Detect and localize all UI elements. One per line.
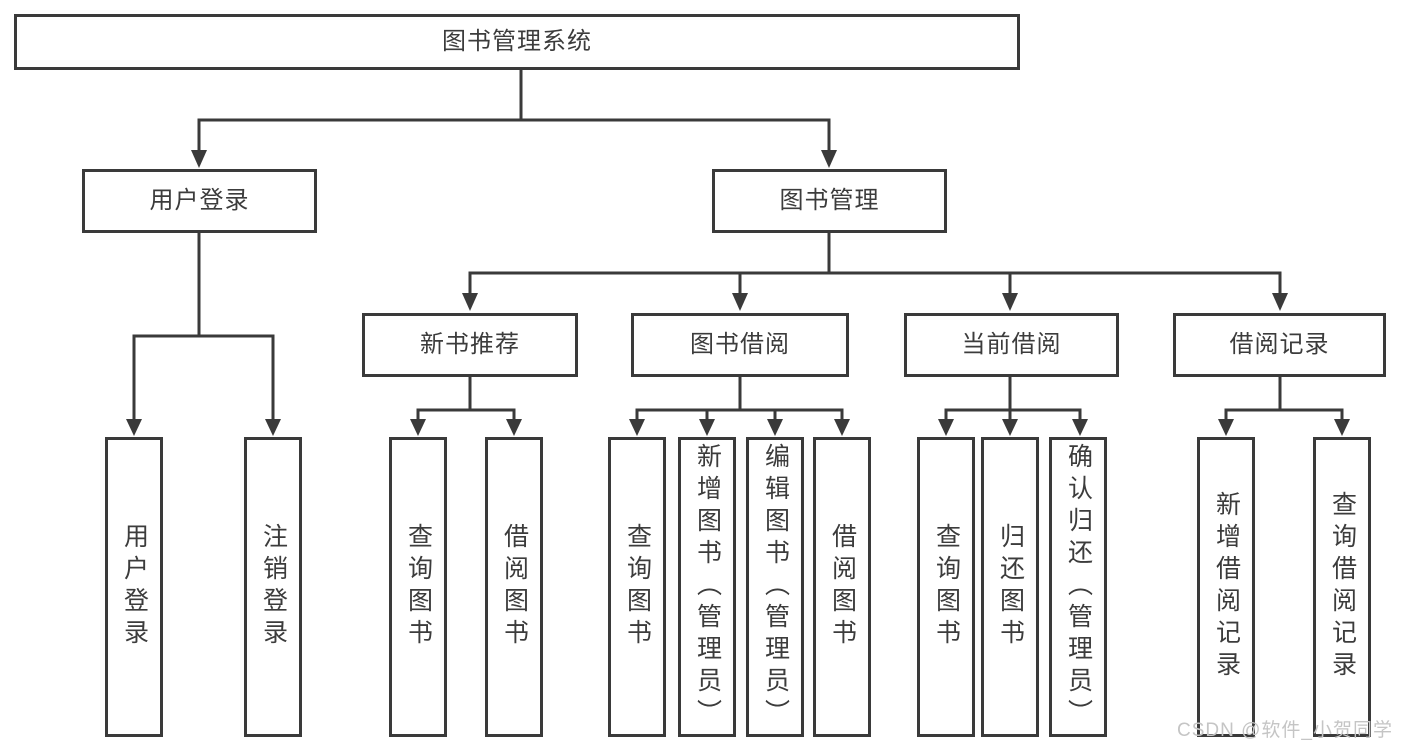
node-edit-book-admin-label: 编辑图书（管理员） <box>761 443 790 731</box>
node-book-borrow-label: 图书借阅 <box>690 331 790 358</box>
node-user-login-leaf-label: 用户登录 <box>120 523 149 651</box>
node-query-book-borrow: 查询图书 <box>608 437 666 737</box>
node-borrow-book-recommend-label: 借阅图书 <box>500 523 529 651</box>
node-add-book-admin: 新增图书（管理员） <box>678 437 736 737</box>
node-book-management-branch: 图书管理 <box>712 169 947 233</box>
node-add-borrow-record-label: 新增借阅记录 <box>1212 491 1241 683</box>
node-confirm-return-admin: 确认归还（管理员） <box>1049 437 1107 737</box>
node-query-book-recommend-label: 查询图书 <box>404 523 433 651</box>
node-borrow-records: 借阅记录 <box>1173 313 1386 377</box>
node-edit-book-admin: 编辑图书（管理员） <box>746 437 804 737</box>
node-query-book-current-label: 查询图书 <box>932 523 961 651</box>
node-new-book-recommend-label: 新书推荐 <box>420 331 520 358</box>
node-borrow-book-leaf-label: 借阅图书 <box>828 523 857 651</box>
node-query-book-current: 查询图书 <box>917 437 975 737</box>
node-query-borrow-record: 查询借阅记录 <box>1313 437 1371 737</box>
node-add-borrow-record: 新增借阅记录 <box>1197 437 1255 737</box>
node-return-book: 归还图书 <box>981 437 1039 737</box>
node-user-login-branch-label: 用户登录 <box>149 187 250 214</box>
node-root-label: 图书管理系统 <box>442 28 592 55</box>
node-query-borrow-record-label: 查询借阅记录 <box>1328 491 1357 683</box>
csdn-watermark: CSDN @软件_小贺同学 <box>1177 720 1393 741</box>
node-user-login-leaf: 用户登录 <box>105 437 163 737</box>
node-current-borrow: 当前借阅 <box>904 313 1119 377</box>
node-root: 图书管理系统 <box>14 14 1020 70</box>
node-logout-leaf-label: 注销登录 <box>259 523 288 651</box>
node-current-borrow-label: 当前借阅 <box>961 331 1062 358</box>
node-query-book-recommend: 查询图书 <box>389 437 447 737</box>
node-book-borrow: 图书借阅 <box>631 313 849 377</box>
node-borrow-book-recommend: 借阅图书 <box>485 437 543 737</box>
node-new-book-recommend: 新书推荐 <box>362 313 578 377</box>
arrowheads <box>126 150 1350 436</box>
node-confirm-return-admin-label: 确认归还（管理员） <box>1064 443 1093 731</box>
node-add-book-admin-label: 新增图书（管理员） <box>693 443 722 731</box>
node-borrow-book-leaf: 借阅图书 <box>813 437 871 737</box>
node-borrow-records-label: 借阅记录 <box>1229 331 1330 358</box>
node-logout-leaf: 注销登录 <box>244 437 302 737</box>
node-user-login-branch: 用户登录 <box>82 169 317 233</box>
node-return-book-label: 归还图书 <box>996 523 1025 651</box>
node-book-management-branch-label: 图书管理 <box>779 187 880 214</box>
node-query-book-borrow-label: 查询图书 <box>623 523 652 651</box>
